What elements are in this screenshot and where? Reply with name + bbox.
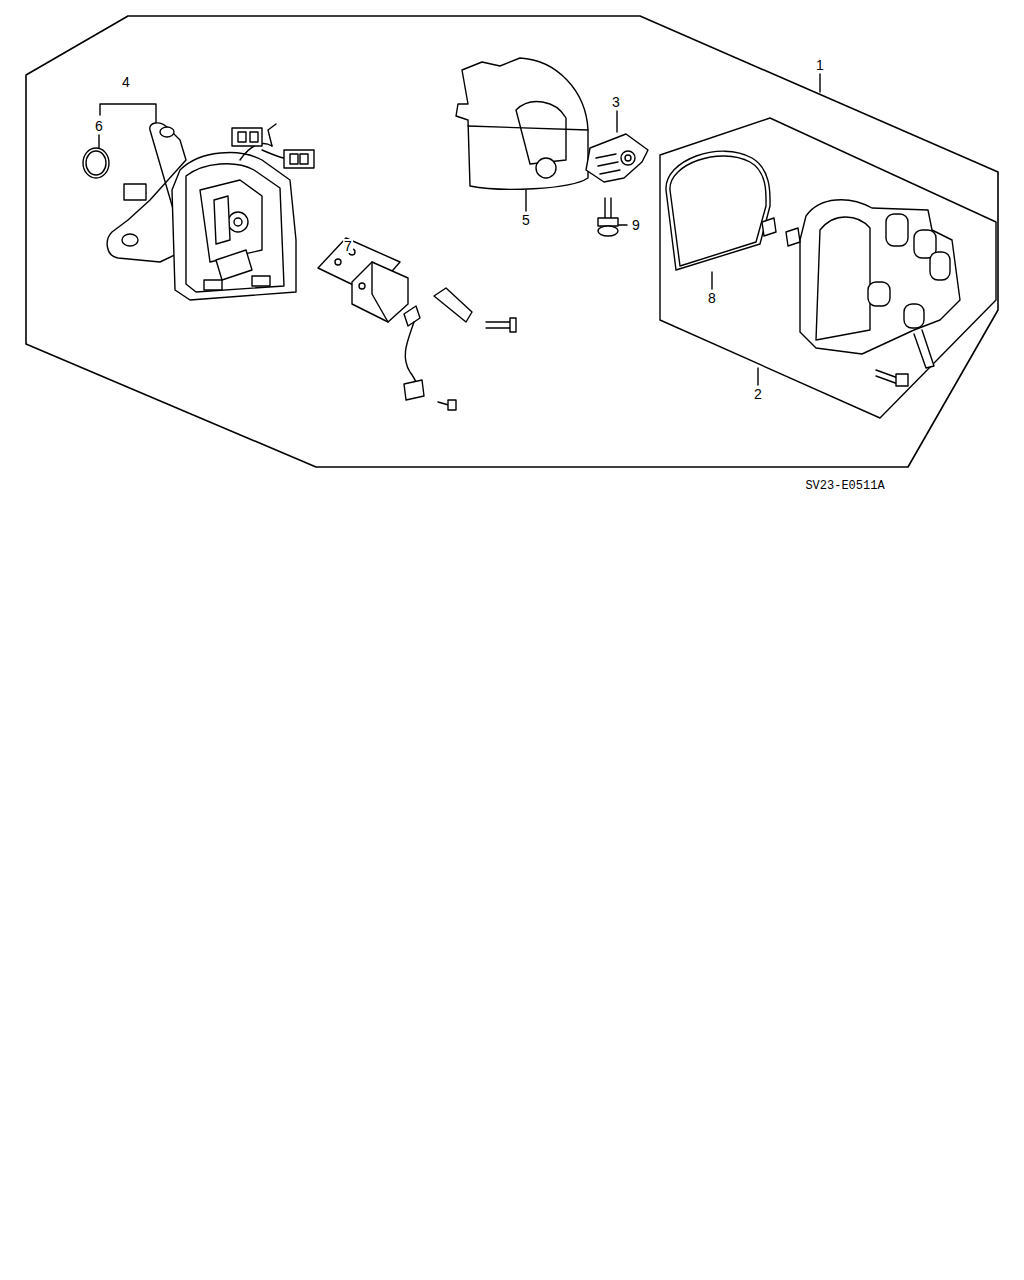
- callout-number: 8: [707, 291, 717, 305]
- callout-number: 1: [815, 58, 825, 72]
- callout-number: 2: [753, 387, 763, 401]
- callout-number: 5: [521, 213, 531, 227]
- cap-gasket: [666, 151, 770, 270]
- callout-number: 6: [94, 119, 104, 133]
- igniter-unit: [318, 238, 516, 410]
- figure-code: SV23-E0511A: [804, 480, 885, 492]
- o-ring: [83, 148, 109, 178]
- callout-number: 4: [121, 75, 131, 89]
- distributor-housing: [107, 123, 314, 300]
- subgroup-outline: [660, 118, 996, 418]
- cap-gasket-inner: [670, 156, 766, 266]
- callout-number: 7: [343, 239, 353, 253]
- leader-lines: [99, 74, 820, 385]
- rotor: [586, 134, 648, 182]
- inner-cover: [456, 58, 588, 189]
- callout-number: 3: [611, 95, 621, 109]
- group-outline: [26, 16, 998, 467]
- distributor-cap: [762, 200, 960, 386]
- callout-number: 9: [631, 218, 641, 232]
- rotor-screw: [598, 198, 618, 236]
